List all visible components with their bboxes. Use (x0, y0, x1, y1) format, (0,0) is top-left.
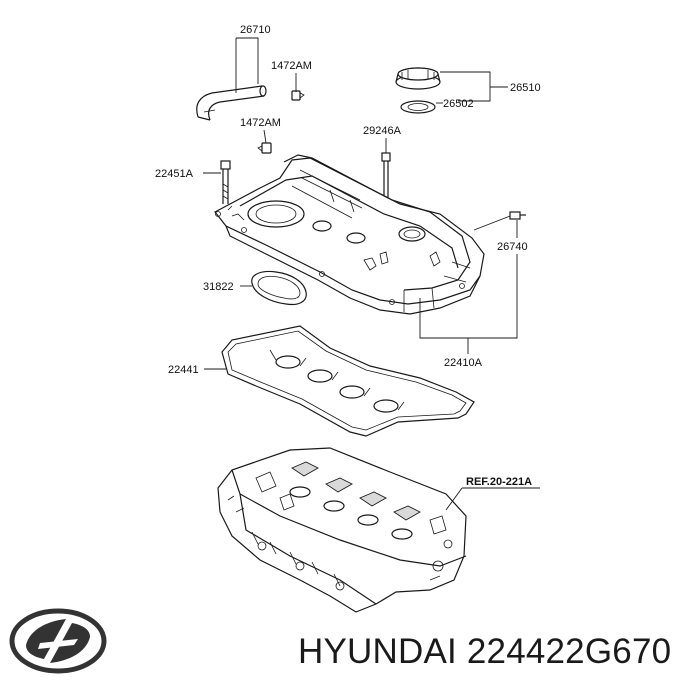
oil-filler-cap (395, 67, 441, 90)
valve-cover (214, 154, 526, 315)
label-26510: 26510 (510, 82, 541, 94)
label-31822: 31822 (203, 281, 234, 293)
label-1472AM-mid: 1472AM (240, 117, 281, 129)
callout-26740: 26740 (497, 220, 528, 253)
label-26710: 26710 (240, 24, 271, 36)
callout-26710: 26710 (235, 24, 271, 93)
bolt-22451A (220, 160, 231, 204)
hose-clamp-top (291, 90, 305, 101)
label-26502: 26502 (443, 98, 474, 110)
breather-hose (196, 85, 267, 121)
label-22451A: 22451A (155, 168, 194, 180)
cylinder-head (217, 447, 467, 613)
seal-31822 (251, 270, 307, 306)
callout-1472AM-mid: 1472AM (240, 117, 281, 144)
callout-22410A: 22410A (419, 254, 518, 369)
part-caption: HYUNDAI 224422G670 (298, 632, 694, 682)
label-ref: REF.20-221A (466, 476, 532, 488)
callout-22441: 22441 (168, 364, 226, 376)
label-26740: 26740 (497, 241, 528, 253)
callout-31822: 31822 (203, 281, 252, 293)
label-29246A: 29246A (363, 125, 402, 137)
hose-clamp-mid (257, 142, 272, 154)
part-number: 224422G670 (466, 632, 672, 671)
callout-1472AM-top: 1472AM (271, 60, 312, 92)
callout-ref: REF.20-221A (445, 476, 540, 511)
callout-26510: 26510 (440, 71, 541, 102)
callout-29246A: 29246A (363, 125, 402, 153)
brand-name: HYUNDAI (298, 632, 457, 671)
filler-cap-gasket (400, 100, 436, 114)
label-22410A: 22410A (444, 357, 483, 369)
callout-22451A: 22451A (155, 168, 221, 180)
label-1472AM-top: 1472AM (271, 60, 312, 72)
hyundai-logo (9, 608, 107, 674)
label-22441: 22441 (168, 364, 199, 376)
gasket-22441 (221, 325, 475, 437)
callout-26502: 26502 (436, 98, 474, 110)
